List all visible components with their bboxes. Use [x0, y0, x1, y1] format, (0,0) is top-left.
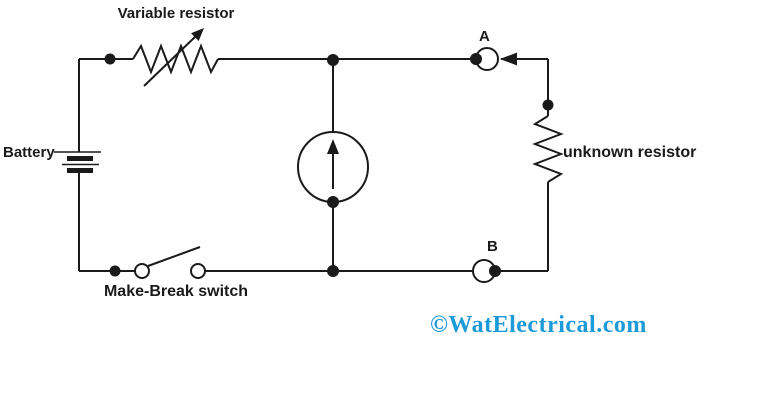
- unknown-resistor-symbol: [532, 115, 564, 183]
- circuit-wires: [78, 58, 549, 272]
- make-break-switch-label: Make-Break switch: [103, 283, 249, 300]
- battery-symbol: [54, 151, 101, 173]
- battery-label: Battery: [3, 144, 55, 161]
- terminal-b-label: B: [487, 238, 498, 255]
- make-break-switch-symbol: [134, 246, 206, 279]
- variable-resistor-symbol: [132, 28, 219, 87]
- terminal-a-label: A: [479, 28, 490, 45]
- watermark-text: ©WatElectrical.com: [430, 312, 647, 338]
- galvanometer-symbol: [297, 131, 369, 203]
- variable-resistor-label: Variable resistor: [117, 5, 235, 22]
- terminal-a-symbol: [475, 47, 517, 71]
- junction-dots: [104, 53, 554, 277]
- unknown-resistor-label: unknown resistor: [563, 144, 697, 161]
